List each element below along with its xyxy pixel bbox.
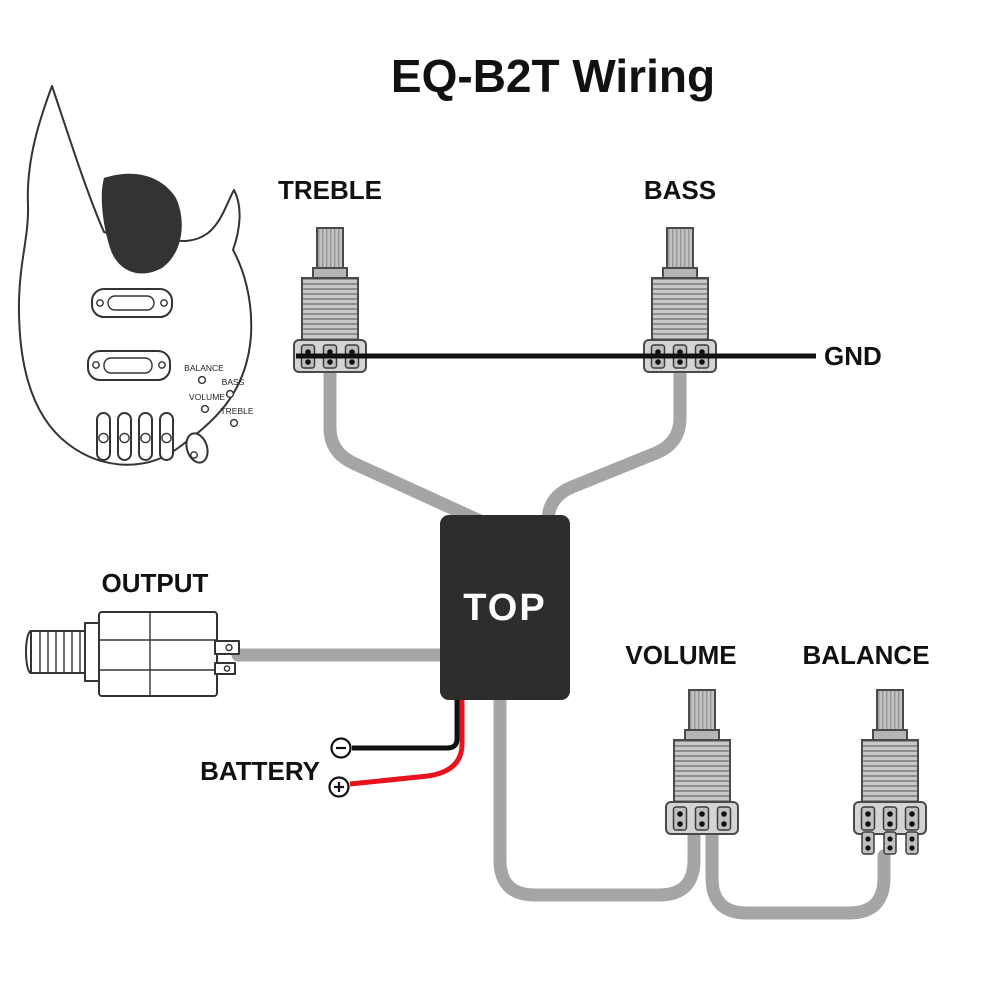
- guitar-balance-hole: [197, 375, 207, 385]
- guitar-neck-heel-shading: [101, 173, 182, 274]
- bass-pot: [643, 227, 717, 373]
- plus-icon: [328, 776, 350, 798]
- guitar-volume-hole: [200, 404, 210, 414]
- guitar-body-outline: [17, 85, 253, 466]
- page-title: EQ-B2T Wiring: [391, 50, 715, 102]
- battery-label: BATTERY: [200, 756, 320, 786]
- bass-label: BASS: [644, 175, 716, 205]
- volume-pot: [665, 689, 739, 835]
- gnd-label: GND: [824, 341, 882, 371]
- volume-label: VOLUME: [625, 640, 736, 670]
- wire-top-to-volume: [493, 683, 701, 902]
- preamp-module-box: [440, 515, 570, 700]
- guitar-treble-hole: [229, 418, 239, 428]
- minus-icon: [330, 737, 352, 759]
- guitar-treble-label: TREBLE: [220, 406, 253, 416]
- treble-label: TREBLE: [278, 175, 382, 205]
- balance-label: BALANCE: [802, 640, 929, 670]
- preamp-module-label: TOP: [463, 587, 546, 629]
- guitar-bridge-pickup: [87, 350, 171, 381]
- guitar-bass-label: BASS: [222, 377, 245, 387]
- output-label: OUTPUT: [102, 568, 209, 598]
- balance-pot: [854, 690, 926, 854]
- battery-negative-wire: [352, 694, 460, 751]
- guitar-control-slots: [96, 412, 174, 461]
- output-jack-art: [25, 611, 240, 697]
- guitar-jack-plate: [185, 432, 209, 464]
- wire-volume-to-balance: [705, 819, 891, 920]
- battery-positive-wire: [349, 694, 465, 787]
- wire-bass-to-top: [541, 353, 687, 542]
- treble-pot: [293, 227, 367, 373]
- guitar-balance-label: BALANCE: [184, 363, 224, 373]
- guitar-volume-label: VOLUME: [189, 392, 225, 402]
- guitar-bass-hole: [225, 389, 235, 399]
- battery-connector: [328, 694, 465, 798]
- wire-treble-to-top: [323, 353, 485, 527]
- bass-guitar-art: BALANCE BASS VOLUME TREBLE: [17, 85, 254, 466]
- jack-thread-lines: [39, 631, 81, 673]
- guitar-neck-pickup: [91, 288, 173, 318]
- guitar-control-labels: BALANCE BASS VOLUME TREBLE: [184, 363, 254, 428]
